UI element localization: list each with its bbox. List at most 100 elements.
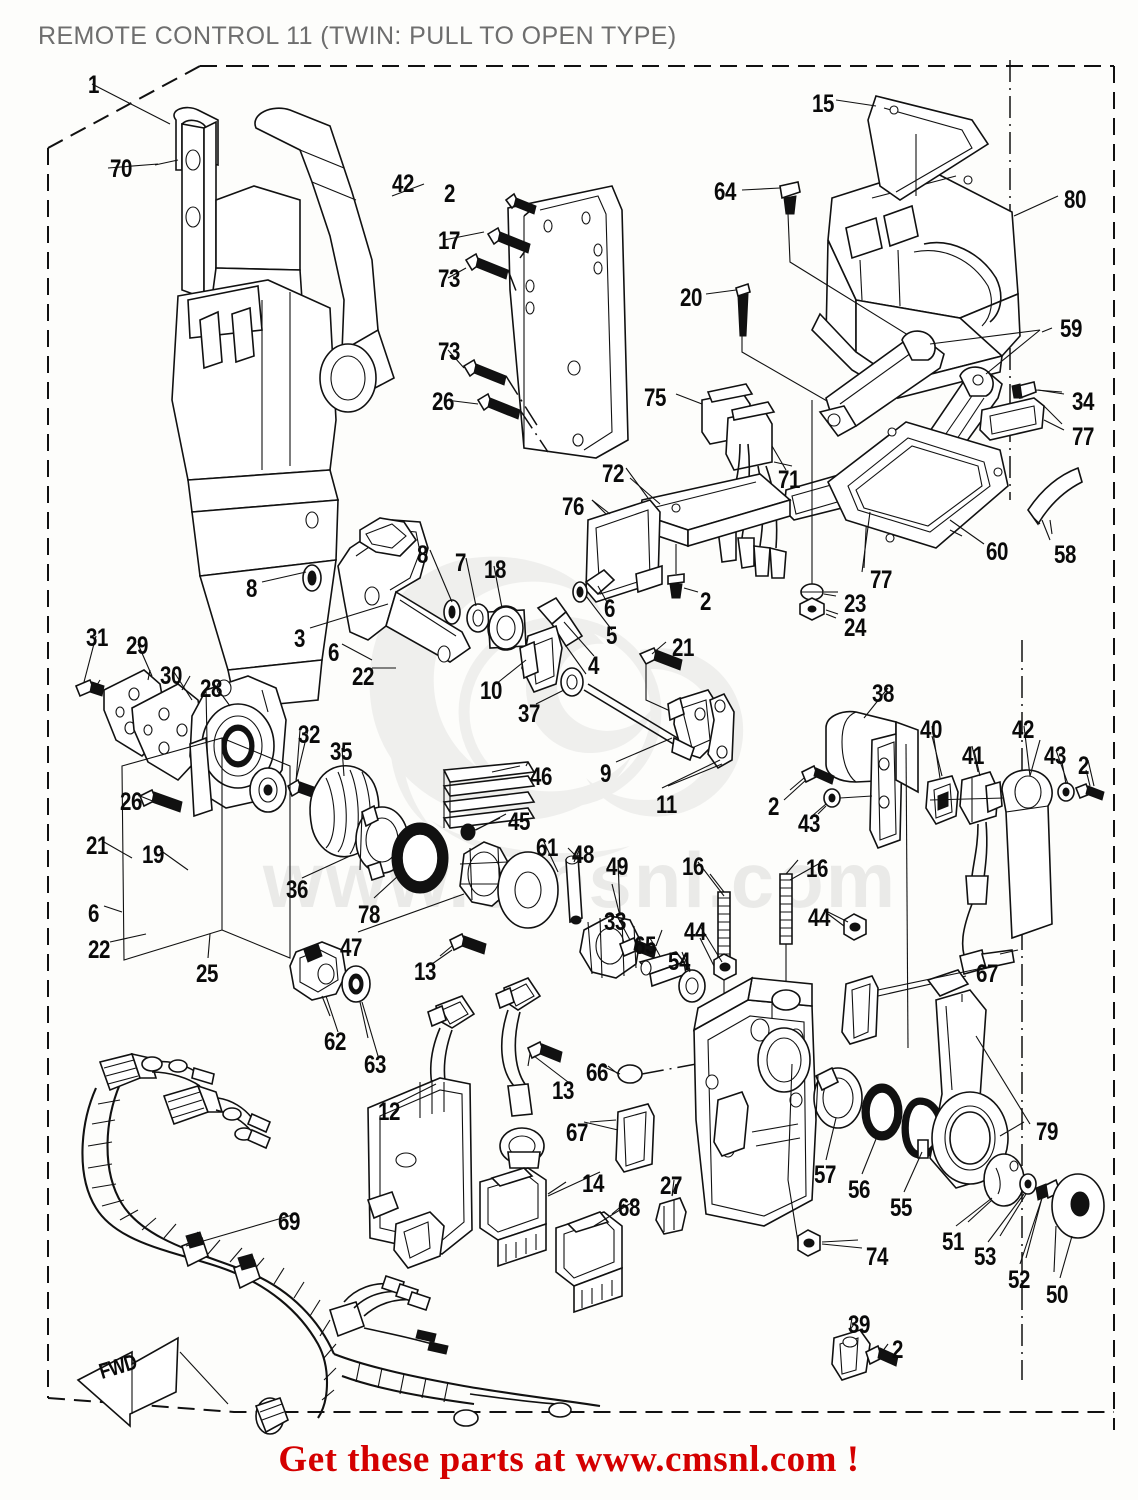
- callout-number-14: 14: [582, 1170, 604, 1198]
- callout-number-69: 69: [278, 1208, 300, 1236]
- callout-number-6: 6: [604, 595, 615, 623]
- callout-number-27: 27: [660, 1172, 682, 1200]
- part-53-washer: [1000, 1174, 1036, 1236]
- part-51-plate: [968, 1154, 1024, 1222]
- control-base-plate: [694, 978, 816, 1226]
- callout-number-62: 62: [324, 1028, 346, 1056]
- callout-number-42: 42: [1012, 716, 1034, 744]
- part-63-bushing: [342, 966, 370, 1038]
- part-60-gasket: [828, 422, 1008, 548]
- part-11-bracket: [668, 694, 734, 786]
- callout-number-2: 2: [1078, 752, 1089, 780]
- screw-17: [488, 228, 530, 253]
- part-78-oring: [392, 823, 448, 893]
- part-42-side-plate: [464, 186, 628, 458]
- callout-number-39: 39: [848, 1311, 870, 1339]
- callout-number-77: 77: [870, 566, 892, 594]
- callout-number-74: 74: [866, 1243, 888, 1271]
- callout-number-18: 18: [484, 556, 506, 584]
- callout-number-17: 17: [438, 227, 460, 255]
- callout-number-34: 34: [1072, 388, 1094, 416]
- callout-number-68: 68: [618, 1194, 640, 1222]
- callout-number-8: 8: [246, 575, 257, 603]
- callout-number-6: 6: [328, 639, 339, 667]
- part-68-connector: [556, 1204, 624, 1312]
- part-42-lever: [930, 740, 1052, 938]
- part-44-nut-a: [700, 938, 736, 980]
- page-title: REMOTE CONTROL 11 (TWIN: PULL TO OPEN TY…: [38, 22, 677, 50]
- callout-number-28: 28: [200, 675, 222, 703]
- remote-control-housing: [172, 108, 394, 708]
- callout-number-45: 45: [508, 808, 530, 836]
- callout-number-3: 3: [294, 625, 305, 653]
- callout-number-31: 31: [86, 624, 108, 652]
- callout-number-42: 42: [392, 170, 414, 198]
- part-62-clamp: [290, 942, 346, 1016]
- callout-number-67: 67: [566, 1119, 588, 1147]
- screw-20: [736, 284, 860, 420]
- part-39-bracket: [832, 1318, 870, 1380]
- callout-number-30: 30: [160, 662, 182, 690]
- callout-number-13: 13: [552, 1077, 574, 1105]
- callout-number-2: 2: [444, 180, 455, 208]
- part-46-fins: [444, 762, 534, 828]
- part-56-seal: [862, 1084, 902, 1140]
- callout-number-35: 35: [330, 738, 352, 766]
- callout-number-73: 73: [438, 265, 460, 293]
- footer-promo-text: Get these parts at www.cmsnl.com !: [278, 1439, 860, 1480]
- part-67-block-centre: [590, 1104, 654, 1172]
- callout-number-73: 73: [438, 338, 460, 366]
- screw-73a: [466, 254, 508, 279]
- callout-number-15: 15: [812, 90, 834, 118]
- callout-number-2: 2: [892, 1336, 903, 1364]
- callout-number-47: 47: [340, 934, 362, 962]
- callout-number-48: 48: [572, 841, 594, 869]
- callout-number-8: 8: [417, 541, 428, 569]
- callout-number-67: 67: [976, 960, 998, 988]
- part-16-spring-b: [780, 860, 798, 1010]
- callout-number-75: 75: [644, 384, 666, 412]
- part-36-seal: [356, 806, 408, 880]
- callout-number-63: 63: [364, 1051, 386, 1079]
- part-61-washer: [498, 852, 558, 928]
- part-69-harness: [82, 1054, 600, 1434]
- callout-number-49: 49: [606, 853, 628, 881]
- callout-number-43: 43: [798, 810, 820, 838]
- part-2-screw-left: [790, 766, 834, 790]
- callout-number-76: 76: [562, 493, 584, 521]
- part-28-cap: [250, 768, 286, 812]
- callout-number-53: 53: [974, 1243, 996, 1271]
- part-57-bearing: [814, 1068, 862, 1128]
- callout-number-77: 77: [1072, 423, 1094, 451]
- callout-number-13: 13: [414, 958, 436, 986]
- part-44-nut-b: [828, 914, 866, 940]
- screw-26: [478, 394, 520, 419]
- part-77-shim-upper: [980, 398, 1062, 440]
- callout-number-7: 7: [455, 549, 466, 577]
- callout-number-16: 16: [806, 855, 828, 883]
- part-27-grommet: [656, 1184, 686, 1234]
- part-2-screw-right: [1076, 770, 1104, 800]
- callout-number-5: 5: [606, 622, 617, 650]
- callout-number-57: 57: [814, 1161, 836, 1189]
- callout-number-40: 40: [920, 716, 942, 744]
- part-31-screw: [76, 680, 104, 696]
- part-15-plate: [868, 96, 988, 200]
- callout-number-70: 70: [110, 155, 132, 183]
- callout-number-78: 78: [358, 901, 380, 929]
- callout-number-26: 26: [432, 388, 454, 416]
- callout-number-64: 64: [714, 178, 736, 206]
- screw-73b: [464, 360, 506, 385]
- callout-number-22: 22: [352, 663, 374, 691]
- callout-number-25: 25: [196, 960, 218, 988]
- callout-number-33: 33: [604, 908, 626, 936]
- part-13-screw-b: [528, 1042, 562, 1066]
- part-4-link-rod: [520, 570, 694, 754]
- screw-2-center: [668, 544, 698, 598]
- callout-number-79: 79: [1036, 1118, 1058, 1146]
- callout-number-10: 10: [480, 677, 502, 705]
- callout-number-20: 20: [680, 284, 702, 312]
- part-2-screw-bottom: [866, 1344, 898, 1366]
